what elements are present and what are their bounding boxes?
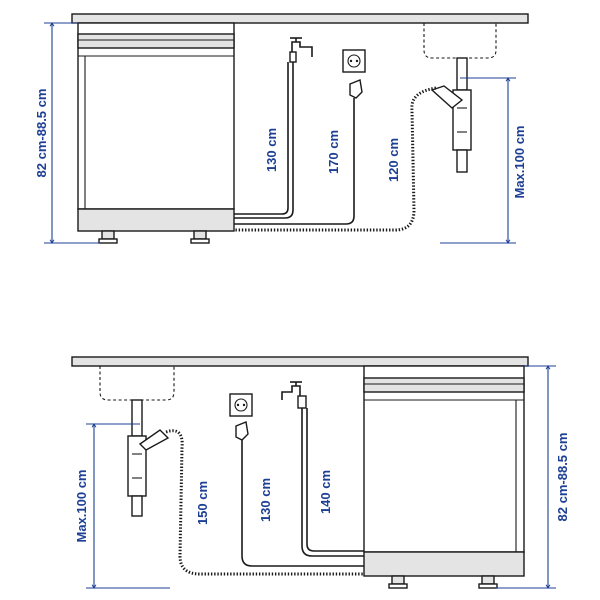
top-power-socket-icon [342,49,366,73]
top-sink [423,23,497,173]
bottom-dishwasher [363,365,525,589]
bottom-installation: Max.100 cm 82 cm-88.5 cm 150 cm 130 cm 1… [71,356,570,589]
top-countertop [71,13,529,24]
bottom-foot-left [391,575,405,585]
bottom-power-cord-label: 130 cm [258,478,273,522]
bottom-height-label: 82 cm-88.5 cm [555,433,570,522]
bottom-drain-hose-label: 150 cm [195,481,210,525]
bottom-foot-right [481,575,495,585]
top-inlet-hose [234,62,294,219]
bottom-sink [99,366,175,517]
bottom-power-cord [241,440,364,567]
top-power-cord-label: 170 cm [326,130,341,174]
top-inlet-hose-label: 130 cm [264,128,279,172]
top-installation: 82 cm-88.5 cm Max.100 cm 130 cm 170 cm 1… [34,13,529,244]
top-max-height-label: Max.100 cm [512,126,527,199]
bottom-water-tap-icon [281,381,307,409]
top-power-cord [234,98,355,225]
top-drain-hose-label: 120 cm [386,138,401,182]
top-drain-hose [234,86,437,232]
bottom-countertop [71,356,529,367]
bottom-inlet-hose-label: 140 cm [318,470,333,514]
top-foot-left [101,230,115,240]
top-dishwasher [77,22,235,244]
top-power-plug-icon [349,79,363,99]
bottom-power-plug-icon [235,421,249,441]
bottom-power-socket-icon [229,393,253,417]
top-foot-right [193,230,207,240]
top-water-tap-icon [289,37,313,63]
bottom-max-height-label: Max.100 cm [74,470,89,543]
bottom-drain-hose [165,429,364,576]
top-height-label: 82 cm-88.5 cm [34,89,49,178]
bottom-inlet-hose [301,408,364,557]
